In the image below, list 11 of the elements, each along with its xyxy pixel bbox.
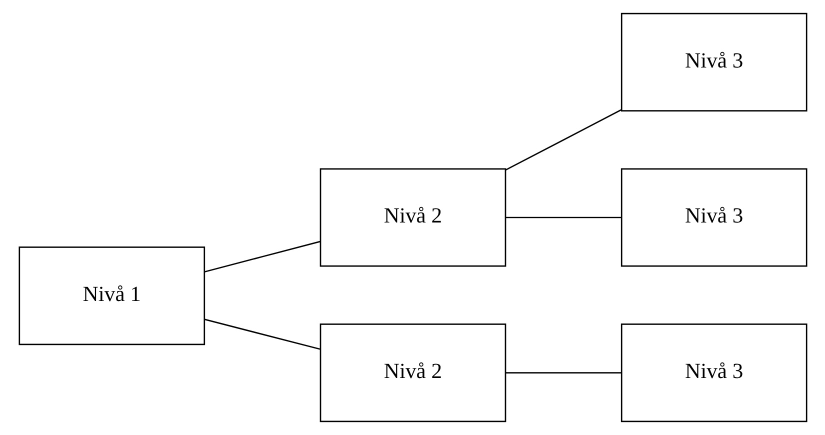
node-box: Nivå 3 (620, 324, 807, 422)
connector (504, 109, 621, 171)
connector (204, 240, 320, 273)
connector (505, 216, 621, 218)
node-box: Nivå 1 (18, 246, 205, 346)
connector (204, 318, 320, 350)
node-box: Nivå 2 (319, 168, 506, 267)
connector (505, 372, 621, 374)
node-box: Nivå 3 (620, 168, 807, 267)
node-box: Nivå 3 (620, 12, 807, 112)
node-box: Nivå 2 (319, 324, 506, 422)
